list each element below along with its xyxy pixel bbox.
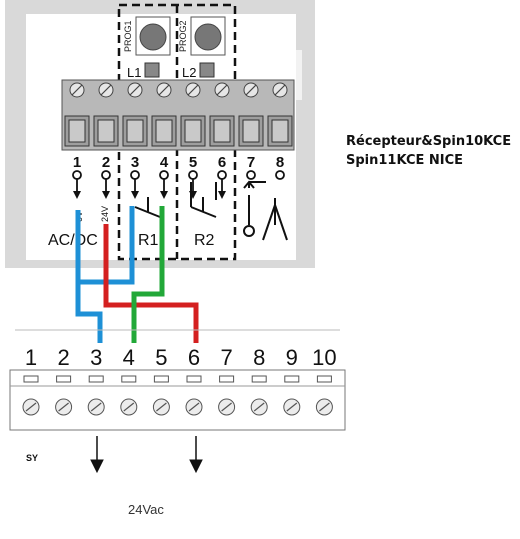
pin-arrow bbox=[102, 191, 110, 199]
pin-arrow bbox=[218, 191, 226, 199]
board-terminal-tab bbox=[88, 375, 104, 383]
led2-indicator bbox=[199, 62, 215, 78]
screw-slot bbox=[245, 84, 257, 96]
green-wire bbox=[131, 206, 165, 343]
board-terminal-tab bbox=[284, 375, 300, 383]
screw-slot bbox=[221, 402, 232, 412]
receiver-terminal-slot bbox=[242, 119, 260, 143]
screw-slot bbox=[123, 402, 135, 412]
sy-label: SY bbox=[26, 453, 38, 463]
screw-slot bbox=[216, 84, 228, 96]
board-terminal-number: 1 bbox=[25, 345, 37, 370]
pin-arrow bbox=[189, 191, 197, 199]
board-terminal-number: 6 bbox=[188, 345, 200, 370]
board-terminal-tab bbox=[219, 375, 235, 383]
screw-slot bbox=[90, 402, 102, 412]
board-terminal-number: 3 bbox=[90, 345, 102, 370]
board-terminal-number: 9 bbox=[286, 345, 298, 370]
board-terminal-number: 2 bbox=[57, 345, 69, 370]
screw-slot bbox=[319, 402, 330, 412]
receiver-terminal-slot bbox=[213, 119, 231, 143]
supply-label: 24Vac bbox=[128, 502, 164, 517]
receiver-pin-circle bbox=[159, 170, 169, 180]
wire-label-24v: 24V bbox=[100, 206, 110, 222]
group-label-acdc: AC/DC bbox=[48, 232, 98, 249]
board-terminal-number: 8 bbox=[253, 345, 265, 370]
receiver-pin-circle bbox=[188, 170, 198, 180]
receiver-terminal-numbers: 1 2 3 4 5 6 7 8 bbox=[73, 154, 284, 171]
screw-slot bbox=[58, 402, 69, 412]
board-terminal-number: 7 bbox=[220, 345, 232, 370]
board-terminal-number: 5 bbox=[155, 345, 167, 370]
receiver-model-note-line1: Récepteur&Spin10KCE bbox=[346, 134, 512, 149]
receiver-terminal-number: 6 bbox=[218, 154, 226, 171]
screw-slot bbox=[188, 402, 200, 412]
screw-slot bbox=[100, 84, 112, 96]
receiver-terminal-number: 7 bbox=[247, 154, 255, 171]
blue-wire bbox=[75, 206, 135, 343]
receiver-terminal-number: 4 bbox=[160, 154, 169, 171]
output-arrows bbox=[90, 436, 203, 474]
screw-slot bbox=[158, 84, 170, 96]
receiver-terminal-number: 1 bbox=[73, 154, 81, 171]
screw-slot bbox=[129, 84, 141, 96]
receiver-terminal-number: 5 bbox=[189, 154, 197, 171]
receiver-schematic bbox=[134, 180, 288, 241]
receiver-pin-circle bbox=[72, 170, 82, 180]
receiver-terminal-number: 3 bbox=[131, 154, 139, 171]
group-label-r2: R2 bbox=[194, 232, 215, 249]
receiver-pin-circle bbox=[246, 170, 256, 180]
prog2-label: PROG2 bbox=[178, 20, 188, 52]
board-terminal-tab bbox=[56, 375, 72, 383]
receiver-terminal-number: 8 bbox=[276, 154, 284, 171]
receiver-pin-circle bbox=[275, 170, 285, 180]
prog2-button[interactable] bbox=[190, 16, 226, 56]
board-terminal-tab bbox=[23, 375, 39, 383]
red-wire bbox=[103, 224, 199, 343]
receiver-terminal-slot bbox=[68, 119, 86, 143]
receiver-terminal-block bbox=[61, 79, 295, 151]
receiver-pin-arrows bbox=[72, 170, 285, 199]
board-terminal-tab bbox=[251, 375, 267, 383]
board-terminal-tab bbox=[121, 375, 137, 383]
prog1-button[interactable] bbox=[135, 16, 171, 56]
receiver-terminal-slot bbox=[271, 119, 289, 143]
led1-indicator bbox=[144, 62, 160, 78]
receiver-model-note-line2: Spin11KCE NICE bbox=[346, 153, 464, 168]
receiver-pin-circle bbox=[130, 170, 140, 180]
pin-arrow bbox=[131, 191, 139, 199]
screw-slot bbox=[187, 84, 199, 96]
screw-slot bbox=[25, 402, 37, 412]
board-terminal-tab bbox=[153, 375, 169, 383]
receiver-terminal-slot bbox=[155, 119, 173, 143]
receiver-pin-circle bbox=[217, 170, 227, 180]
board-terminal-tab bbox=[186, 375, 202, 383]
receiver-terminal-number: 2 bbox=[102, 154, 110, 171]
led1-label: L1 bbox=[127, 65, 141, 80]
receiver-terminal-slot bbox=[126, 119, 144, 143]
board-terminal-number: 10 bbox=[312, 345, 336, 370]
receiver-pin-circle bbox=[101, 170, 111, 180]
pin-arrow bbox=[160, 191, 168, 199]
pin-arrow bbox=[73, 191, 81, 199]
board-terminal-block bbox=[9, 369, 346, 431]
board-terminal-number: 4 bbox=[123, 345, 135, 370]
led2-label: L2 bbox=[182, 65, 196, 80]
board-terminal-tab bbox=[316, 375, 332, 383]
receiver-terminal-slot bbox=[184, 119, 202, 143]
screw-slot bbox=[286, 402, 298, 412]
group-label-r1: R1 bbox=[138, 232, 159, 249]
screw-slot bbox=[253, 402, 265, 412]
prog1-label: PROG1 bbox=[123, 20, 133, 52]
screw-slot bbox=[71, 84, 83, 96]
receiver-terminal-slot bbox=[97, 119, 115, 143]
screw-slot bbox=[156, 402, 167, 412]
screw-slot bbox=[274, 84, 286, 96]
